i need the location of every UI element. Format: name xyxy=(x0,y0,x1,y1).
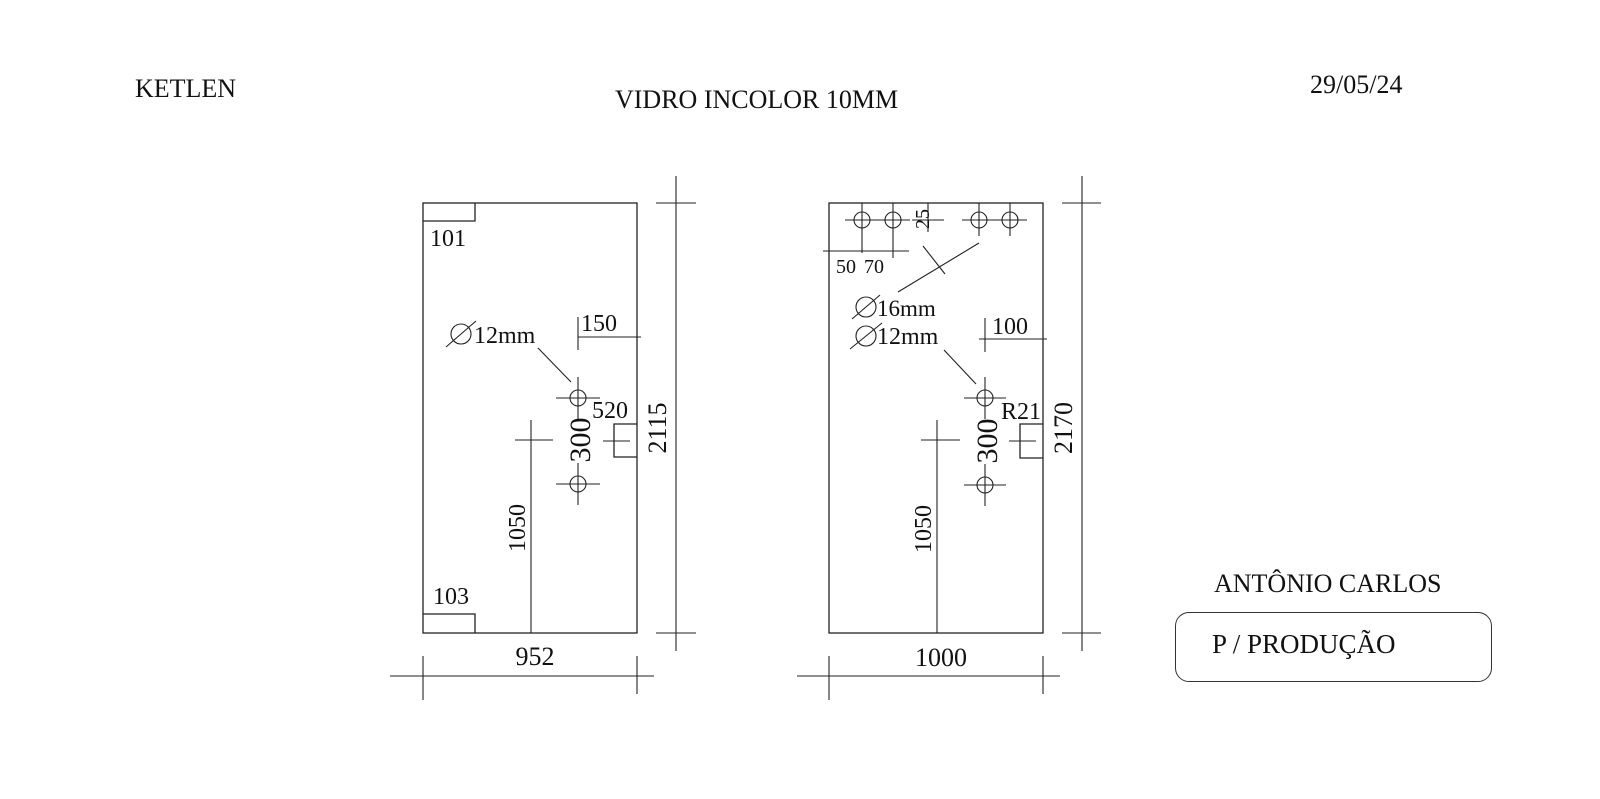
panel-right: 25 50 70 16mm 12mm 100 xyxy=(797,176,1101,700)
author-name: ANTÔNIO CARLOS xyxy=(1214,569,1442,598)
top-hole-leader-tick xyxy=(922,245,946,275)
top-hole-callout-label: 16mm xyxy=(877,296,936,321)
production-label: P / PRODUÇÃO xyxy=(1212,629,1396,659)
hole-leader-line xyxy=(537,347,572,383)
left-offset-b-label: 70 xyxy=(864,256,884,278)
corner-notch-top-left xyxy=(423,203,476,222)
hole-top-icon xyxy=(556,377,600,419)
corner-bottom-label: 103 xyxy=(433,584,469,610)
corner-notch-bottom-left xyxy=(423,613,476,633)
top-offset-label: 25 xyxy=(912,209,934,229)
overall-width-label: 1000 xyxy=(915,643,967,672)
hole-spacing-label: 300 xyxy=(564,418,597,463)
panel-left-outline xyxy=(422,202,638,634)
notch-label: R21 xyxy=(1001,399,1041,425)
diameter-symbol-icon xyxy=(851,294,881,320)
overall-height-label: 2170 xyxy=(1049,402,1078,454)
overall-height-label: 2115 xyxy=(643,402,672,453)
overall-width-label: 952 xyxy=(516,642,555,671)
hole-top-icon xyxy=(964,377,1006,419)
hole-height-label: 1050 xyxy=(505,504,531,552)
panel-left: 101 103 12mm 150 300 520 xyxy=(390,176,696,700)
top-hole-leader-line xyxy=(897,242,980,293)
hole-leader-line xyxy=(943,349,977,385)
hole-height-label: 1050 xyxy=(911,505,937,553)
top-hole-1-icon xyxy=(845,203,879,253)
drawing-title: VIDRO INCOLOR 10MM xyxy=(615,85,899,114)
production-stamp: P / PRODUÇÃO xyxy=(1175,612,1492,682)
diameter-symbol-icon xyxy=(445,320,477,348)
edge-offset-label: 100 xyxy=(992,314,1028,340)
drawing-date: 29/05/24 xyxy=(1310,70,1403,99)
top-hole-2-icon xyxy=(876,203,910,258)
top-hole-3-icon xyxy=(962,203,996,236)
hole-bottom-icon xyxy=(964,464,1006,506)
notch-label: 520 xyxy=(592,398,628,424)
diameter-symbol-icon xyxy=(849,322,883,350)
panel-right-outline xyxy=(828,202,1044,634)
hole-spacing-label: 300 xyxy=(971,419,1004,464)
top-hole-4-icon xyxy=(993,203,1027,236)
hole-bottom-icon xyxy=(556,463,600,505)
client-name: KETLEN xyxy=(135,74,237,103)
hole-callout-label: 12mm xyxy=(877,324,939,350)
corner-top-label: 101 xyxy=(430,226,466,252)
hole-callout-label: 12mm xyxy=(474,323,536,349)
edge-offset-label: 150 xyxy=(581,311,617,337)
left-offset-a-label: 50 xyxy=(836,256,856,278)
